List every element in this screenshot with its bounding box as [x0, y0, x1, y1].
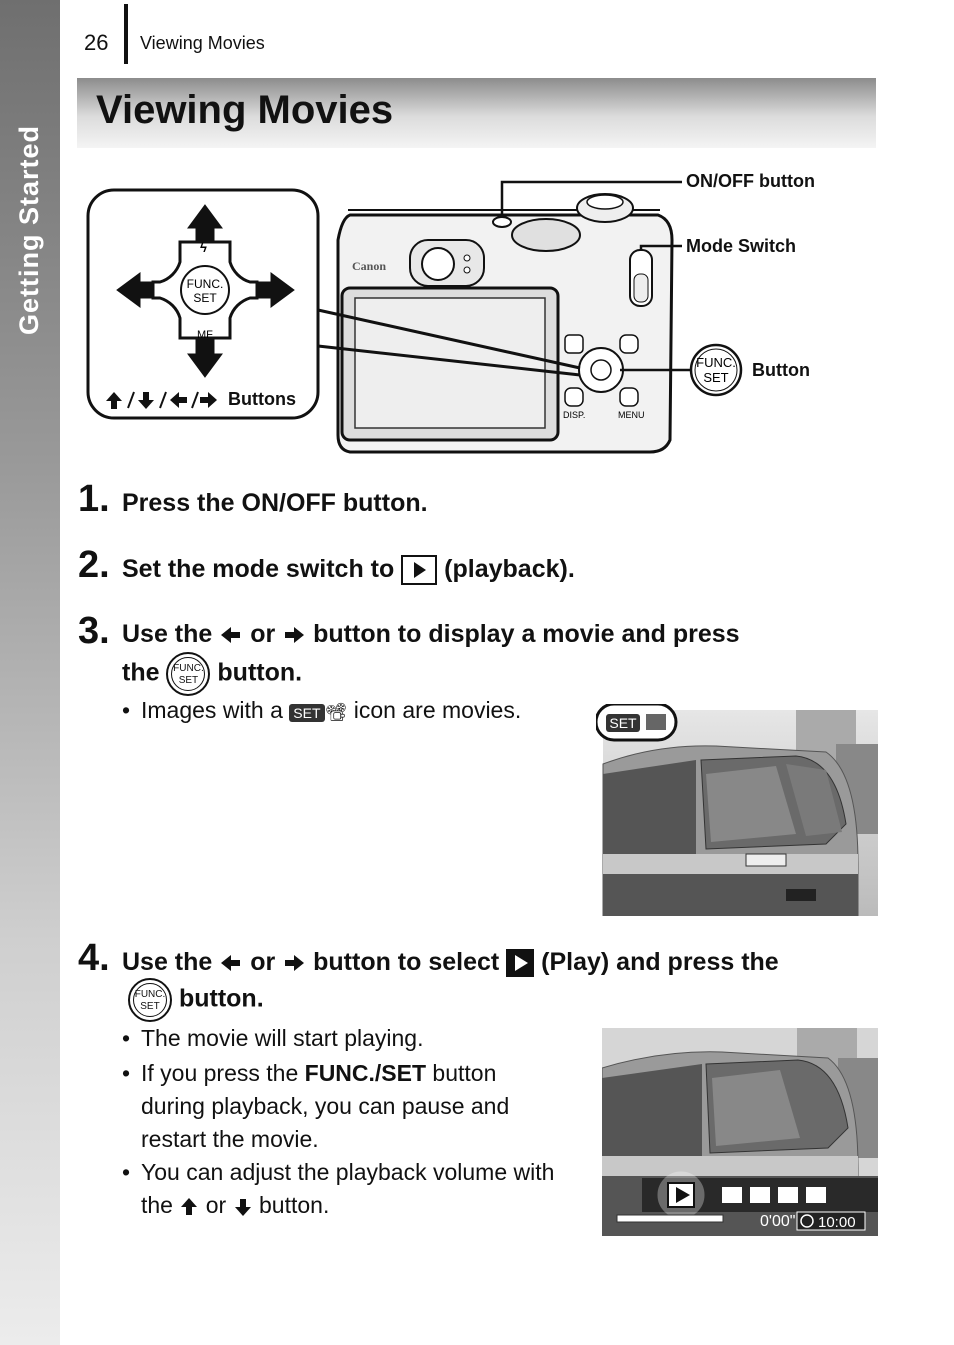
callout-on-off-button: ON/OFF button	[686, 171, 815, 191]
func-set-icon	[180, 265, 230, 315]
svg-text:FUNC.: FUNC.	[187, 277, 224, 291]
svg-text:10:00: 10:00	[818, 1214, 856, 1231]
step-3-text: Use the or button to display a movie and…	[122, 620, 740, 648]
left-arrow-icon	[221, 955, 241, 972]
running-title: Viewing Movies	[140, 33, 265, 53]
direction-arrows-icon	[106, 391, 217, 409]
right-arrow-icon	[285, 627, 305, 644]
svg-text:0'00": 0'00"	[760, 1213, 795, 1230]
svg-text:ϟ: ϟ	[200, 240, 207, 255]
svg-text:MF: MF	[197, 329, 213, 341]
down-arrow-icon	[234, 1198, 251, 1216]
svg-text:SET: SET	[703, 370, 728, 385]
movie-playback-screen: 0'00" 10:00	[602, 1028, 878, 1236]
step-3-text-line2: the FUNC.SET button.	[122, 652, 302, 696]
svg-text:DISP.: DISP.	[563, 410, 585, 420]
on-off-button	[492, 216, 512, 228]
playback-icon	[401, 555, 438, 586]
callout-func-button: Button	[752, 360, 810, 380]
step-4-bullet-1: •The movie will start playing.	[122, 1025, 424, 1051]
mode-dial	[511, 218, 581, 252]
step-2-text: Set the mode switch to (playback).	[122, 555, 575, 586]
camera-diagram: FUNC. SET ϟ MF Canon DISP. MENU FU	[86, 180, 743, 454]
step-3-bullet: • Images with a SET📽︎ icon are movies.	[122, 694, 582, 729]
svg-text:SET: SET	[609, 715, 637, 731]
control-pad-arrows-icon	[116, 204, 295, 378]
step-3-number: 3.	[78, 610, 110, 652]
svg-text:MENU: MENU	[618, 410, 645, 420]
svg-text:Canon: Canon	[352, 259, 386, 273]
step-1-text: Press the ON/OFF button.	[122, 489, 428, 517]
page-number: 26	[84, 30, 109, 55]
title-bar	[77, 78, 876, 148]
up-arrow-icon	[181, 1197, 198, 1215]
func-set-icon: FUNC.SET	[128, 978, 172, 1022]
step-2-number: 2.	[78, 544, 110, 586]
step-4-number: 4.	[78, 937, 110, 979]
page-title: Viewing Movies	[96, 88, 394, 132]
left-arrow-icon	[221, 627, 241, 644]
play-icon	[506, 949, 535, 978]
step-1-number: 1.	[78, 478, 110, 520]
func-set-icon: FUNC.SET	[166, 652, 211, 696]
header-divider	[124, 4, 128, 64]
movie-thumbnail-screen: SET	[596, 704, 878, 916]
callout-arrow-buttons: Buttons	[228, 389, 296, 409]
step-4-text-line2: FUNC.SET button.	[128, 978, 264, 1022]
right-arrow-icon	[285, 955, 305, 972]
movie-icon: SET📽︎	[289, 694, 347, 729]
step-4-bullet-3: • You can adjust the playback volume wit…	[122, 1159, 555, 1218]
step-4-text: Use the or button to select (Play) and p…	[122, 948, 779, 978]
callout-mode-switch: Mode Switch	[686, 236, 797, 256]
svg-text:SET: SET	[193, 291, 217, 305]
sidebar: Getting Started	[0, 0, 60, 1345]
step-4-bullet-2: • If you press the FUNC./SET button duri…	[122, 1060, 510, 1152]
svg-text:FUNC.: FUNC.	[696, 355, 736, 370]
